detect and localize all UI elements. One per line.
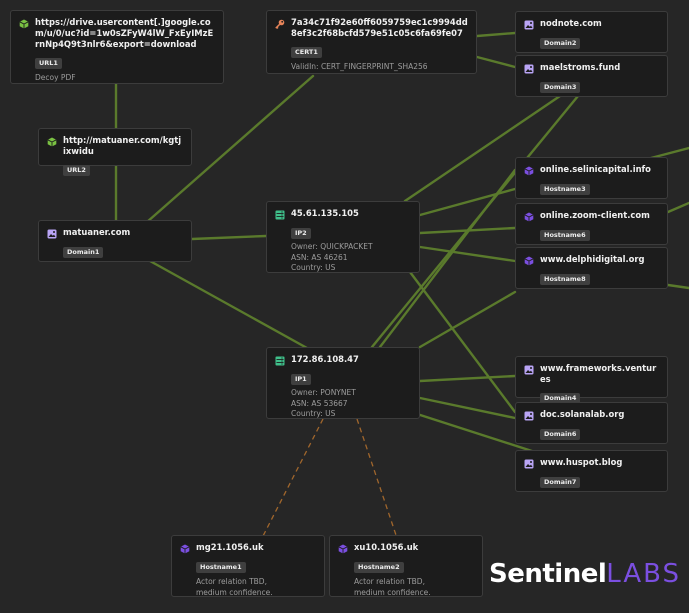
cube-icon	[19, 19, 29, 29]
node-domain7[interactable]: www.huspot.blog Domain7	[515, 450, 668, 492]
node-tag: Hostname3	[540, 184, 590, 195]
node-domain6[interactable]: doc.solanalab.org Domain6	[515, 402, 668, 444]
node-tag: IP2	[291, 228, 311, 239]
node-tag: Domain2	[540, 38, 581, 49]
node-note-line1: Actor relation TBD,	[196, 577, 267, 586]
edge-ip1-hostname1	[261, 418, 324, 539]
node-title: online.zoom-client.com	[540, 210, 650, 220]
node-cert1[interactable]: 7a34c71f92e60ff6059759ec1c9994dd8ef3c2f6…	[266, 10, 477, 74]
node-url2[interactable]: http://matuaner.com/kgtjixwidu URL2	[38, 128, 192, 176]
node-title: www.delphidigital.org	[540, 254, 645, 264]
node-hostname3[interactable]: online.selinicapital.info Hostname3	[515, 157, 668, 199]
ip-country: Country: US	[291, 263, 336, 272]
node-title: mg21.1056.uk	[196, 542, 264, 552]
node-title: xu10.1056.uk	[354, 542, 419, 552]
edge-hostname6-offscreen	[666, 201, 689, 214]
node-tag: Domain3	[540, 82, 581, 93]
node-tag: Domain4	[540, 393, 581, 404]
node-title: maelstroms.fund	[540, 62, 621, 72]
node-title: 7a34c71f92e60ff6059759ec1c9994dd8ef3c2f6…	[291, 17, 468, 38]
edge-domain1-ip1	[148, 259, 309, 350]
logo-text-sentinel: Sentinel	[489, 559, 607, 589]
node-title: www.huspot.blog	[540, 457, 623, 467]
edge-hostname3-offscreen	[649, 146, 689, 160]
edge-ip1-hostname2	[356, 418, 398, 539]
node-tag: Hostname1	[196, 562, 246, 573]
cube-icon	[524, 212, 534, 222]
edge-ip1-domain7	[412, 411, 537, 454]
ip-asn: ASN: AS 46261	[291, 252, 348, 262]
node-tag: IP1	[291, 374, 311, 385]
node-domain3[interactable]: maelstroms.fund Domain3	[515, 55, 668, 97]
image-icon	[524, 64, 534, 74]
node-tag: Hostname6	[540, 230, 590, 241]
node-hostname1[interactable]: mg21.1056.uk Hostname1 Actor relation TB…	[171, 535, 325, 597]
cube-icon	[47, 137, 57, 147]
cube-icon	[524, 256, 534, 266]
node-tag: URL1	[35, 58, 62, 69]
edge-ip2-hostname3	[418, 187, 517, 217]
node-hostname6[interactable]: online.zoom-client.com Hostname6	[515, 203, 668, 245]
edge-ip1-domain6	[418, 396, 517, 420]
node-note: ValidIn: CERT_FINGERPRINT_SHA256	[291, 62, 428, 71]
image-icon	[524, 411, 534, 421]
node-title: online.selinicapital.info	[540, 164, 651, 174]
image-icon	[524, 459, 534, 469]
ip-owner: Owner: PONYNET	[291, 388, 356, 397]
cube-icon	[338, 544, 348, 554]
edge-ip2-domain6	[408, 270, 517, 414]
logo-text-labs: LABS	[606, 559, 682, 589]
node-title: 45.61.135.105	[291, 208, 359, 218]
node-hostname2[interactable]: xu10.1056.uk Hostname2 Actor relation TB…	[329, 535, 483, 597]
node-tag: URL2	[63, 165, 90, 176]
node-ip2[interactable]: 45.61.135.105 IP2 Owner: QUICKPACKET ASN…	[266, 201, 420, 273]
image-icon	[524, 365, 534, 375]
ip-owner: Owner: QUICKPACKET	[291, 242, 373, 251]
node-tag: Hostname8	[540, 274, 590, 285]
node-note: Decoy PDF	[35, 73, 76, 82]
node-domain1[interactable]: matuaner.com Domain1	[38, 220, 192, 262]
node-note-line2: medium confidence.	[196, 587, 273, 597]
node-tag: Domain7	[540, 477, 581, 488]
node-tag: Domain1	[63, 247, 104, 258]
edge-ip1-hostname8	[418, 290, 517, 349]
node-note-line2: medium confidence.	[354, 587, 431, 597]
node-hostname8[interactable]: www.delphidigital.org Hostname8	[515, 247, 668, 289]
node-domain4[interactable]: www.frameworks.ventures Domain4	[515, 356, 668, 404]
edge-ip1-hostname3	[378, 168, 517, 349]
node-tag: CERT1	[291, 47, 322, 58]
node-title: http://matuaner.com/kgtjixwidu	[63, 135, 182, 156]
image-icon	[524, 20, 534, 30]
edge-cert1-domain3	[475, 55, 517, 69]
node-tag: Domain6	[540, 429, 581, 440]
node-title: www.frameworks.ventures	[540, 363, 657, 384]
node-tag: Hostname2	[354, 562, 404, 573]
node-url1[interactable]: https://drive.usercontent[.]google.com/u…	[10, 10, 224, 84]
node-domain2[interactable]: nodnote.com Domain2	[515, 11, 668, 53]
node-title: matuaner.com	[63, 227, 131, 237]
cube-icon	[180, 544, 190, 554]
edge-ip1-domain4	[418, 374, 517, 383]
node-title: nodnote.com	[540, 18, 602, 28]
node-title: doc.solanalab.org	[540, 409, 625, 419]
edge-hostname8-offscreen	[666, 283, 689, 290]
edge-ip2-domain3	[403, 94, 562, 203]
sentinellabs-logo: SentinelLABS	[489, 558, 681, 590]
node-ip1[interactable]: 172.86.108.47 IP1 Owner: PONYNET ASN: AS…	[266, 347, 420, 419]
ip-country: Country: US	[291, 409, 336, 418]
edge-ip2-hostname8	[418, 245, 517, 263]
ip-asn: ASN: AS 53667	[291, 398, 348, 408]
server-icon	[275, 356, 285, 366]
server-icon	[275, 210, 285, 220]
cube-icon	[524, 166, 534, 176]
edge-domain1-ip2	[190, 234, 268, 241]
key-icon	[275, 19, 285, 29]
node-title: https://drive.usercontent[.]google.com/u…	[35, 17, 214, 49]
edge-cert1-domain2	[475, 31, 517, 38]
node-title: 172.86.108.47	[291, 354, 359, 364]
edge-domain1-cert1	[145, 74, 315, 224]
image-icon	[47, 229, 57, 239]
node-note-line1: Actor relation TBD,	[354, 577, 425, 586]
